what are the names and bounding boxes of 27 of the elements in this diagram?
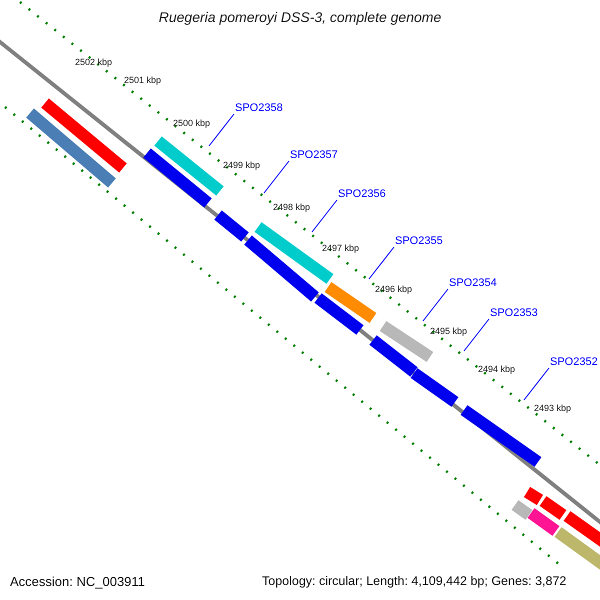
- gene-label: SPO2354: [449, 278, 497, 289]
- gene-label: SPO2357: [290, 150, 338, 161]
- leader-line: [208, 114, 234, 146]
- gene-label: SPO2355: [395, 236, 443, 247]
- scale-label: 2499 kbp: [223, 161, 260, 170]
- gene-label: SPO2358: [235, 103, 283, 114]
- scale-label: 2502 kbp: [75, 58, 112, 67]
- scale-label: 2494 kbp: [478, 365, 516, 374]
- scale-label: 2498 kbp: [273, 203, 310, 212]
- leader-line: [264, 160, 290, 194]
- scale-label: 2496 kbp: [375, 285, 412, 294]
- gene-label: SPO2356: [338, 189, 386, 200]
- scale-label: 2493 kbp: [534, 404, 572, 413]
- leader-line: [368, 246, 394, 280]
- scale-label: 2497 kbp: [322, 244, 360, 253]
- leader-line: [422, 288, 448, 322]
- scale-label: 2501 kbp: [124, 76, 162, 85]
- genome-info-text: Topology: circular; Length: 4,109,442 bp; Genes: 3,872: [262, 575, 566, 588]
- scale-label: 2495 kbp: [430, 327, 468, 336]
- title: Ruegeria pomeroyi DSS-3, complete genome: [158, 10, 442, 24]
- gene-label: SPO2352: [550, 357, 598, 368]
- scale-label: 2500 kbp: [173, 119, 210, 128]
- leader-line: [464, 318, 490, 352]
- leader-line: [524, 368, 550, 400]
- accession-text: Accession: NC_003911: [10, 575, 145, 588]
- leader-line: [312, 200, 338, 232]
- gene-label: SPO2353: [490, 308, 538, 319]
